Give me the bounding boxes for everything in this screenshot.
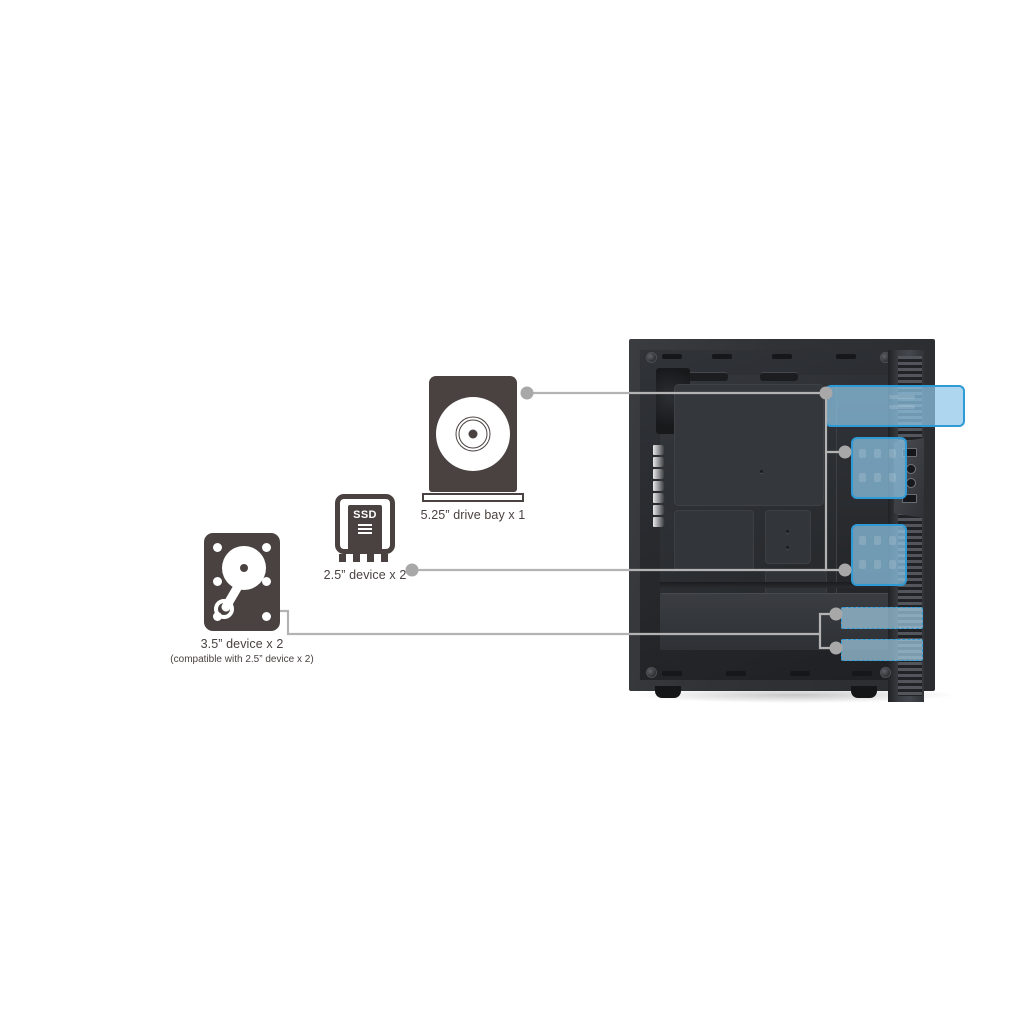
disc-hub	[468, 429, 478, 439]
highlight-bay-25-upper[interactable]	[851, 437, 907, 499]
top-vent-slot	[760, 372, 798, 381]
bay-marking	[874, 560, 881, 569]
bay-marking	[874, 473, 881, 482]
pc-case-illustration	[629, 339, 969, 703]
highlight-bay-525[interactable]	[825, 385, 965, 427]
pci-slot	[653, 445, 665, 455]
case-screw	[646, 352, 657, 363]
case-body	[629, 339, 965, 702]
hdd-spindle	[240, 564, 248, 572]
top-tab	[712, 354, 732, 359]
callout-ssd[interactable]: SSD 2.5” device x 2	[317, 494, 413, 584]
optical-disc-drive-icon	[429, 376, 517, 492]
audio-jack-icon[interactable]	[906, 464, 916, 474]
pci-slot	[653, 517, 665, 527]
bay-marking	[889, 560, 896, 569]
callout-sublabel-35: (compatible with 2.5” device x 2)	[170, 653, 314, 665]
pci-slot	[653, 481, 665, 491]
callout-label-25: 2.5” device x 2	[323, 568, 407, 582]
bay-marking	[874, 536, 881, 545]
psu-shroud-divider	[660, 582, 912, 588]
bay-marking	[889, 473, 896, 482]
callout-label-35: 3.5” device x 2	[200, 637, 284, 651]
case-foot	[655, 686, 681, 698]
pci-slot	[653, 457, 665, 467]
pci-slot-column	[653, 445, 665, 545]
ssd-chip: SSD	[348, 505, 382, 551]
top-tab	[662, 354, 682, 359]
bay-marking	[874, 449, 881, 458]
bottom-tab	[852, 671, 872, 676]
standoff-hole	[760, 470, 763, 473]
highlight-bay-25-lower[interactable]	[851, 524, 907, 586]
hard-disk-drive-icon	[204, 533, 280, 631]
motherboard-tray-cutout	[765, 510, 811, 564]
bay-marking	[859, 449, 866, 458]
callout-optical-drive[interactable]: 5.25” drive bay x 1	[419, 376, 527, 524]
top-vent-slot	[686, 372, 728, 381]
bottom-tab	[662, 671, 682, 676]
standoff-hole	[786, 530, 789, 533]
audio-jack-icon[interactable]	[906, 478, 916, 488]
bay-marking	[889, 449, 896, 458]
top-tab	[836, 354, 856, 359]
motherboard-tray-cutout	[674, 384, 824, 506]
pci-slot	[653, 505, 665, 515]
highlight-bay-35-lower[interactable]	[841, 639, 923, 661]
bay-marking	[889, 395, 915, 399]
bay-marking	[859, 473, 866, 482]
screw-hole	[213, 543, 222, 552]
bottom-tab	[726, 671, 746, 676]
case-screw	[880, 667, 891, 678]
screw-hole	[262, 543, 271, 552]
pci-slot	[653, 493, 665, 503]
ssd-connector-pins	[335, 554, 395, 562]
standoff-hole	[786, 546, 789, 549]
callout-label-525: 5.25” drive bay x 1	[420, 508, 526, 522]
callout-hdd[interactable]: 3.5” device x 2 (compatible with 2.5” de…	[112, 533, 372, 666]
bay-marking	[859, 536, 866, 545]
screw-hole	[262, 612, 271, 621]
pci-slot	[653, 469, 665, 479]
top-tab	[772, 354, 792, 359]
motherboard-tray-cutout	[674, 510, 754, 570]
bottom-tab	[790, 671, 810, 676]
screw-hole	[262, 577, 271, 586]
hdd-actuator-arm	[214, 566, 252, 619]
case-screw	[646, 667, 657, 678]
case-foot	[851, 686, 877, 698]
disc-tray	[422, 493, 524, 502]
bay-marking	[889, 405, 915, 409]
screw-hole	[213, 577, 222, 586]
disc-ring-inner	[458, 419, 488, 449]
bay-marking	[889, 536, 896, 545]
ssd-stripes	[348, 524, 382, 534]
ssd-text: SSD	[353, 509, 377, 521]
bay-marking	[859, 560, 866, 569]
ssd-icon: SSD	[335, 494, 395, 554]
highlight-bay-35-upper[interactable]	[841, 607, 923, 629]
